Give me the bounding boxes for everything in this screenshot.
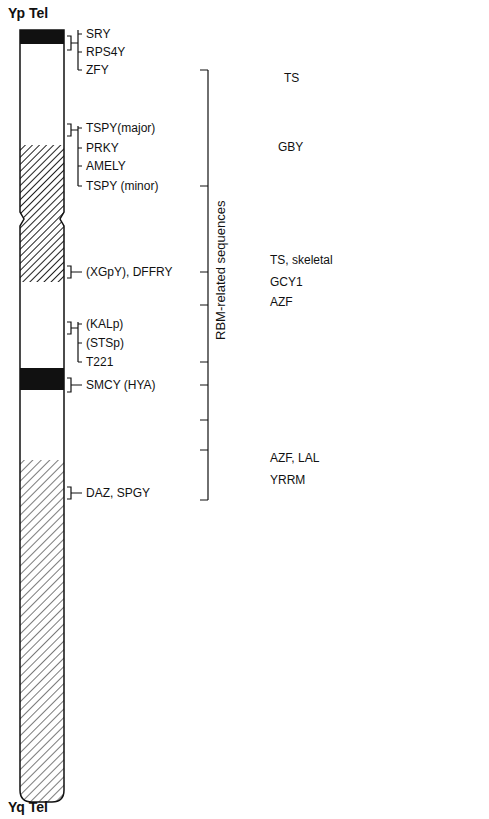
- bracket-label: RBM-related sequences: [214, 201, 228, 340]
- trait-label: TS, skeletal: [270, 253, 333, 267]
- gene-label: T221: [86, 355, 113, 369]
- trait-label: GBY: [278, 140, 303, 154]
- telomere-label: Yp Tel: [8, 6, 48, 20]
- rbm-bracket: [200, 70, 208, 500]
- trait-label: GCY1: [270, 275, 303, 289]
- chromosome-outline: [20, 30, 64, 802]
- gene-label: ZFY: [86, 63, 109, 77]
- trait-label: YRRM: [270, 473, 305, 487]
- chromosome-bands: [18, 28, 68, 808]
- gene-label: SRY: [86, 27, 110, 41]
- trait-label: AZF: [270, 295, 293, 309]
- gene-label: TSPY(major): [86, 121, 155, 135]
- gene-label: (KALp): [86, 317, 123, 331]
- trait-label: TS: [284, 71, 299, 85]
- gene-label: DAZ, SPGY: [86, 486, 150, 500]
- trait-label: AZF, LAL: [270, 451, 319, 465]
- gene-label: (XGpY), DFFRY: [86, 265, 172, 279]
- gene-brackets: [67, 30, 82, 499]
- gene-label: SMCY (HYA): [86, 378, 156, 392]
- gene-label: AMELY: [86, 159, 126, 173]
- gene-label: (STSp): [86, 336, 124, 350]
- gene-label: TSPY (minor): [86, 179, 158, 193]
- gene-label: RPS4Y: [86, 45, 125, 59]
- gene-label: PRKY: [86, 141, 119, 155]
- telomere-label: Yq Tel: [8, 800, 48, 814]
